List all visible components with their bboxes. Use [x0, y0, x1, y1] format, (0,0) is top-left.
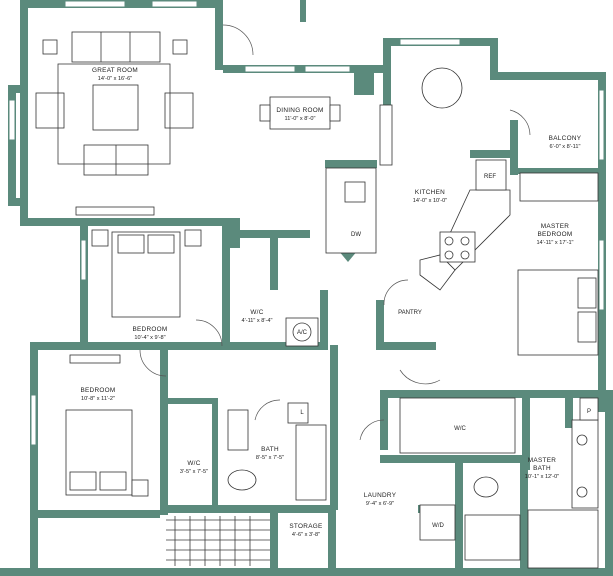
- room-laundry: LAUNDRY 9'-4" x 6'-9": [364, 492, 397, 507]
- laundry-name: LAUNDRY: [364, 492, 397, 499]
- dw-label: DW: [351, 232, 361, 238]
- room-bath: BATH 8'-5" x 7'-5": [256, 446, 284, 461]
- master-wic-label: W/C: [454, 426, 466, 432]
- room-bedroom-2: BEDROOM 10'-4" x 9'-8": [132, 326, 167, 341]
- room-wic-bed3: W/C 3'-5" x 7'-5": [180, 460, 208, 475]
- wic-hall-name: W/C: [250, 309, 263, 316]
- master-bath-dims: 10'-1" x 12'-0": [525, 474, 559, 480]
- kitchen-name: KITCHEN: [415, 189, 445, 196]
- master-bedroom-name2: BEDROOM: [537, 231, 572, 238]
- ac-label: A/C: [297, 330, 308, 336]
- wd-label: W/D: [432, 523, 444, 529]
- room-wic-hall: W/C 4'-11" x 8'-4": [242, 309, 273, 324]
- master-bedroom-dims: 14'-11" x 17'-1": [536, 240, 573, 246]
- master-bath-name2: BATH: [533, 465, 551, 472]
- great-room-name: GREAT ROOM: [92, 67, 138, 74]
- room-bedroom-3: BEDROOM 10'-8" x 11'-2": [80, 387, 115, 402]
- kitchen-dims: 14'-0" x 10'-0": [413, 198, 447, 204]
- great-room-dims: 14'-0" x 16'-6": [98, 76, 132, 82]
- p-label: P: [587, 409, 591, 415]
- room-dining-room: DINING ROOM 11'-0" x 8'-0": [272, 104, 328, 122]
- bedroom3-name: BEDROOM: [80, 387, 115, 394]
- bedroom2-name: BEDROOM: [132, 326, 167, 333]
- ref-label: REF: [484, 174, 496, 180]
- balcony-dims: 6'-0" x 8'-11": [550, 144, 581, 150]
- doors: [139, 24, 531, 441]
- room-storage: STORAGE 4'-6" x 3'-8": [289, 523, 322, 538]
- laundry-dims: 9'-4" x 6'-9": [366, 501, 394, 507]
- wic-bed3-name: W/C: [187, 460, 200, 467]
- room-kitchen: KITCHEN 14'-0" x 10'-0": [413, 189, 447, 204]
- bath-dims: 8'-5" x 7'-5": [256, 455, 284, 461]
- master-bath-name: MASTER: [528, 457, 557, 464]
- storage-name: STORAGE: [289, 523, 322, 530]
- balcony-name: BALCONY: [549, 135, 582, 142]
- room-master-bath: MASTER BATH 10'-1" x 12'-0": [525, 457, 559, 480]
- furniture: [35, 31, 599, 569]
- windows: [8, 0, 605, 446]
- bath-name: BATH: [261, 446, 279, 453]
- master-bedroom-name: MASTER: [541, 223, 570, 230]
- dining-room-dims: 11'-0" x 8'-0": [285, 116, 316, 122]
- dining-room-name: DINING ROOM: [276, 107, 323, 114]
- wic-bed3-dims: 3'-5" x 7'-5": [180, 469, 208, 475]
- bedroom2-dims: 10'-4" x 9'-8": [134, 335, 165, 341]
- linen-label: L: [300, 410, 304, 416]
- pantry-label: PANTRY: [398, 310, 422, 316]
- room-master-bedroom: MASTER BEDROOM 14'-11" x 17'-1": [536, 223, 573, 246]
- bedroom3-dims: 10'-8" x 11'-2": [81, 396, 115, 402]
- wic-hall-dims: 4'-11" x 8'-4": [242, 318, 273, 324]
- room-balcony: BALCONY 6'-0" x 8'-11": [549, 135, 582, 150]
- room-great-room: GREAT ROOM 14'-0" x 16'-6": [92, 67, 138, 82]
- storage-dims: 4'-6" x 3'-8": [292, 532, 320, 538]
